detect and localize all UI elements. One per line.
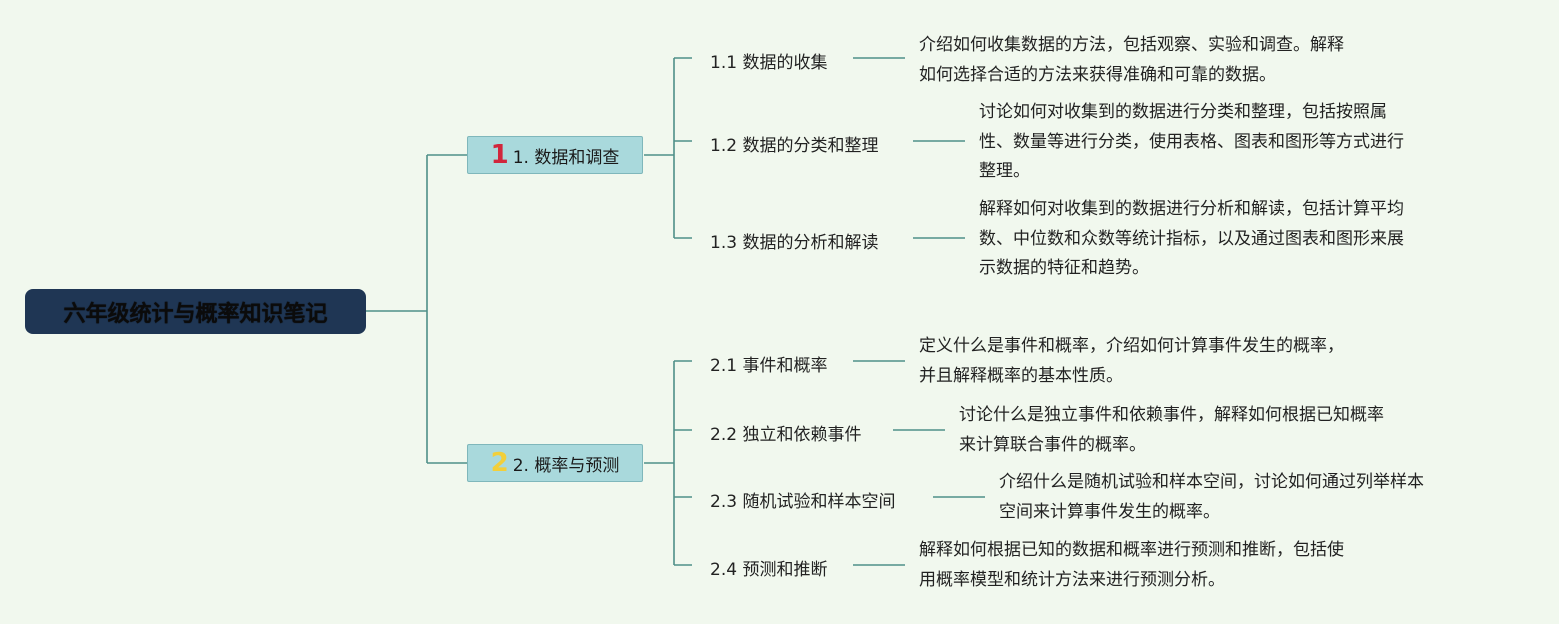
desc-line: 介绍如何收集数据的方法，包括观察、实验和调查。解释 — [919, 35, 1344, 55]
leaf-node-1-1[interactable]: 1.1 数据的收集 — [710, 53, 828, 73]
branch-label-2: 2. 概率与预测 — [512, 455, 620, 476]
desc-line: 来计算联合事件的概率。 — [959, 434, 1146, 455]
desc-line: 性、数量等进行分类，使用表格、图表和图形等方式进行 — [979, 131, 1404, 152]
desc-line: 讨论什么是独立事件和依赖事件，解释如何根据已知概率 — [959, 405, 1384, 425]
branch-label-1: 1. 数据和调查 — [512, 147, 620, 168]
leaf-desc-1-2: 讨论如何对收集到的数据进行分类和整理，包括按照属 性、数量等进行分类，使用表格、… — [979, 98, 1404, 187]
desc-line: 用概率模型和统计方法来进行预测分析。 — [919, 569, 1225, 590]
root-title: 六年级统计与概率知识笔记 — [63, 301, 328, 327]
desc-line: 如何选择合适的方法来获得准确和可靠的数据。 — [919, 64, 1276, 85]
desc-line: 整理。 — [979, 161, 1030, 181]
desc-line: 解释如何对收集到的数据进行分析和解读，包括计算平均 — [979, 199, 1404, 219]
desc-line: 并且解释概率的基本性质。 — [919, 365, 1123, 386]
leaf-node-2-3[interactable]: 2.3 随机试验和样本空间 — [710, 492, 896, 512]
leaf-node-2-4[interactable]: 2.4 预测和推断 — [710, 560, 828, 580]
branch-number-2: 2 — [490, 448, 509, 478]
desc-line: 示数据的特征和趋势。 — [979, 258, 1149, 278]
desc-line: 解释如何根据已知的数据和概率进行预测和推断，包括使 — [919, 540, 1344, 560]
branch-node-1[interactable]: 1 1. 数据和调查 — [467, 136, 643, 174]
desc-line: 定义什么是事件和概率，介绍如何计算事件发生的概率， — [919, 336, 1344, 356]
root-node[interactable]: 六年级统计与概率知识笔记 — [25, 289, 366, 334]
leaf-desc-1-1: 介绍如何收集数据的方法，包括观察、实验和调查。解释 如何选择合适的方法来获得准确… — [919, 31, 1344, 90]
desc-line: 空间来计算事件发生的概率。 — [999, 501, 1220, 522]
desc-line: 数、中位数和众数等统计指标，以及通过图表和图形来展 — [979, 228, 1404, 249]
leaf-node-2-1[interactable]: 2.1 事件和概率 — [710, 356, 828, 376]
leaf-desc-1-3: 解释如何对收集到的数据进行分析和解读，包括计算平均 数、中位数和众数等统计指标，… — [979, 195, 1404, 284]
leaf-node-1-3[interactable]: 1.3 数据的分析和解读 — [710, 233, 879, 253]
desc-line: 介绍什么是随机试验和样本空间，讨论如何通过列举样本 — [999, 472, 1424, 492]
leaf-node-2-2[interactable]: 2.2 独立和依赖事件 — [710, 425, 862, 445]
desc-line: 讨论如何对收集到的数据进行分类和整理，包括按照属 — [979, 102, 1387, 122]
leaf-node-1-2[interactable]: 1.2 数据的分类和整理 — [710, 136, 879, 156]
leaf-desc-2-4: 解释如何根据已知的数据和概率进行预测和推断，包括使 用概率模型和统计方法来进行预… — [919, 536, 1344, 595]
leaf-desc-2-3: 介绍什么是随机试验和样本空间，讨论如何通过列举样本 空间来计算事件发生的概率。 — [999, 468, 1424, 527]
leaf-desc-2-2: 讨论什么是独立事件和依赖事件，解释如何根据已知概率 来计算联合事件的概率。 — [959, 401, 1384, 460]
leaf-desc-2-1: 定义什么是事件和概率，介绍如何计算事件发生的概率， 并且解释概率的基本性质。 — [919, 332, 1344, 391]
branch-node-2[interactable]: 2 2. 概率与预测 — [467, 444, 643, 482]
branch-number-1: 1 — [490, 140, 509, 170]
